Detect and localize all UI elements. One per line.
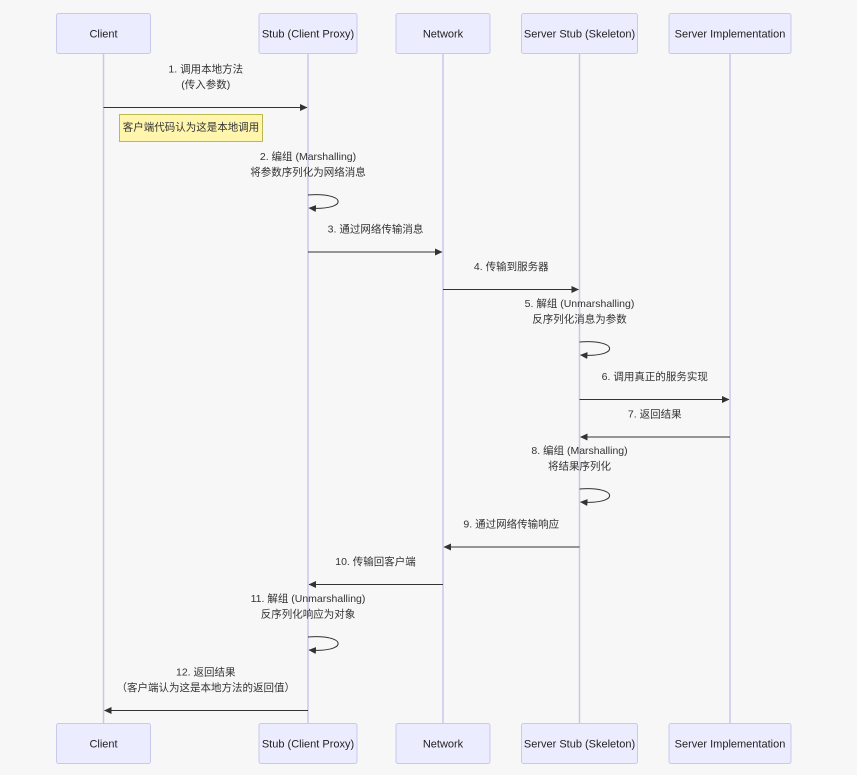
message-5: 5. 解组 (Unmarshalling) 反序列化消息为参数 <box>525 297 635 360</box>
message-label: 6. 调用真正的服务实现 <box>602 370 709 383</box>
participant-box <box>668 13 792 54</box>
participant-skeleton-bottom: Server Stub (Skeleton) <box>521 723 638 764</box>
message-label: 1. 调用本地方法 <box>168 63 243 76</box>
message-6: 6. 调用真正的服务实现 <box>579 370 730 403</box>
participant-label: Server Stub (Skeleton) <box>524 29 635 41</box>
message-label: 7. 返回结果 <box>628 408 682 421</box>
message-label: （客户端认为这是本地方法的返回值） <box>117 681 296 694</box>
message-label: 11. 解组 (Unmarshalling) <box>251 592 366 605</box>
message-10: 10. 传输回客户端 <box>308 555 443 588</box>
participant-label: Client <box>89 739 117 751</box>
self-message-arrow <box>307 636 339 655</box>
message-label: 9. 通过网络传输响应 <box>463 518 559 531</box>
message-4: 4. 传输到服务器 <box>443 260 579 293</box>
message-label: 4. 传输到服务器 <box>474 260 549 273</box>
participant-stub-top: Stub (Client Proxy) <box>258 13 358 54</box>
note-box <box>119 114 263 142</box>
participant-client-top: Client <box>56 13 151 54</box>
participant-label: Server Implementation <box>675 29 786 41</box>
note-text: 客户端代码认为这是本地调用 <box>123 121 260 134</box>
message-label: 反序列化响应为对象 <box>261 608 356 621</box>
message-label: 反序列化消息为参数 <box>532 313 627 326</box>
participant-box <box>258 723 358 764</box>
participant-stub-bottom: Stub (Client Proxy) <box>258 723 358 764</box>
participant-box <box>668 723 792 764</box>
message-label: (传入参数) <box>181 78 230 91</box>
participant-label: Network <box>423 739 464 751</box>
participant-box <box>395 13 491 54</box>
participant-label: Client <box>89 29 117 41</box>
messages: 1. 调用本地方法 (传入参数) 客户端代码认为这是本地调用 2. 编组 (Marsh… <box>103 63 730 714</box>
message-label: 5. 解组 (Unmarshalling) <box>525 297 635 310</box>
note: 客户端代码认为这是本地调用 <box>119 114 263 142</box>
message-12: 12. 返回结果 （客户端认为这是本地方法的返回值） <box>104 666 308 714</box>
participant-label: Stub (Client Proxy) <box>262 739 354 751</box>
participant-box <box>521 13 638 54</box>
participant-box <box>56 13 151 54</box>
participant-impl-bottom: Server Implementation <box>668 723 792 764</box>
participants-bottom: Client Stub (Client Proxy) Network Server S… <box>56 723 792 764</box>
participant-skeleton-top: Server Stub (Skeleton) <box>521 13 638 54</box>
participant-label: Server Stub (Skeleton) <box>524 739 635 751</box>
message-11: 11. 解组 (Unmarshalling) 反序列化响应为对象 <box>251 592 366 655</box>
message-label: 12. 返回结果 <box>176 666 236 679</box>
participant-box <box>395 723 491 764</box>
participant-box <box>258 13 358 54</box>
message-label: 8. 编组 (Marshalling) <box>531 444 627 457</box>
message-label: 3. 通过网络传输消息 <box>328 223 424 236</box>
self-message-arrow <box>579 488 611 507</box>
message-0: 1. 调用本地方法 (传入参数) <box>103 63 308 111</box>
participants-top: Client Stub (Client Proxy) Network Server S… <box>56 13 792 54</box>
self-message-arrow <box>579 341 611 360</box>
participant-network-top: Network <box>395 13 491 54</box>
message-7: 7. 返回结果 <box>580 408 730 441</box>
participant-client-bottom: Client <box>56 723 151 764</box>
participant-impl-top: Server Implementation <box>668 13 792 54</box>
message-9: 9. 通过网络传输响应 <box>443 518 580 551</box>
message-8: 8. 编组 (Marshalling) 将结果序列化 <box>531 444 628 507</box>
message-3: 3. 通过网络传输消息 <box>308 223 443 256</box>
participant-network-bottom: Network <box>395 723 491 764</box>
participant-box <box>521 723 638 764</box>
message-2: 2. 编组 (Marshalling) 将参数序列化为网络消息 <box>250 150 366 213</box>
lifelines <box>102 53 731 724</box>
participant-label: Server Implementation <box>675 739 786 751</box>
message-label: 将参数序列化为网络消息 <box>250 166 366 179</box>
self-message-arrow <box>307 194 339 213</box>
participant-label: Stub (Client Proxy) <box>262 29 354 41</box>
message-label: 将结果序列化 <box>548 460 611 473</box>
participant-box <box>56 723 151 764</box>
message-label: 10. 传输回客户端 <box>335 555 416 568</box>
participant-label: Network <box>423 29 464 41</box>
message-label: 2. 编组 (Marshalling) <box>260 150 356 163</box>
